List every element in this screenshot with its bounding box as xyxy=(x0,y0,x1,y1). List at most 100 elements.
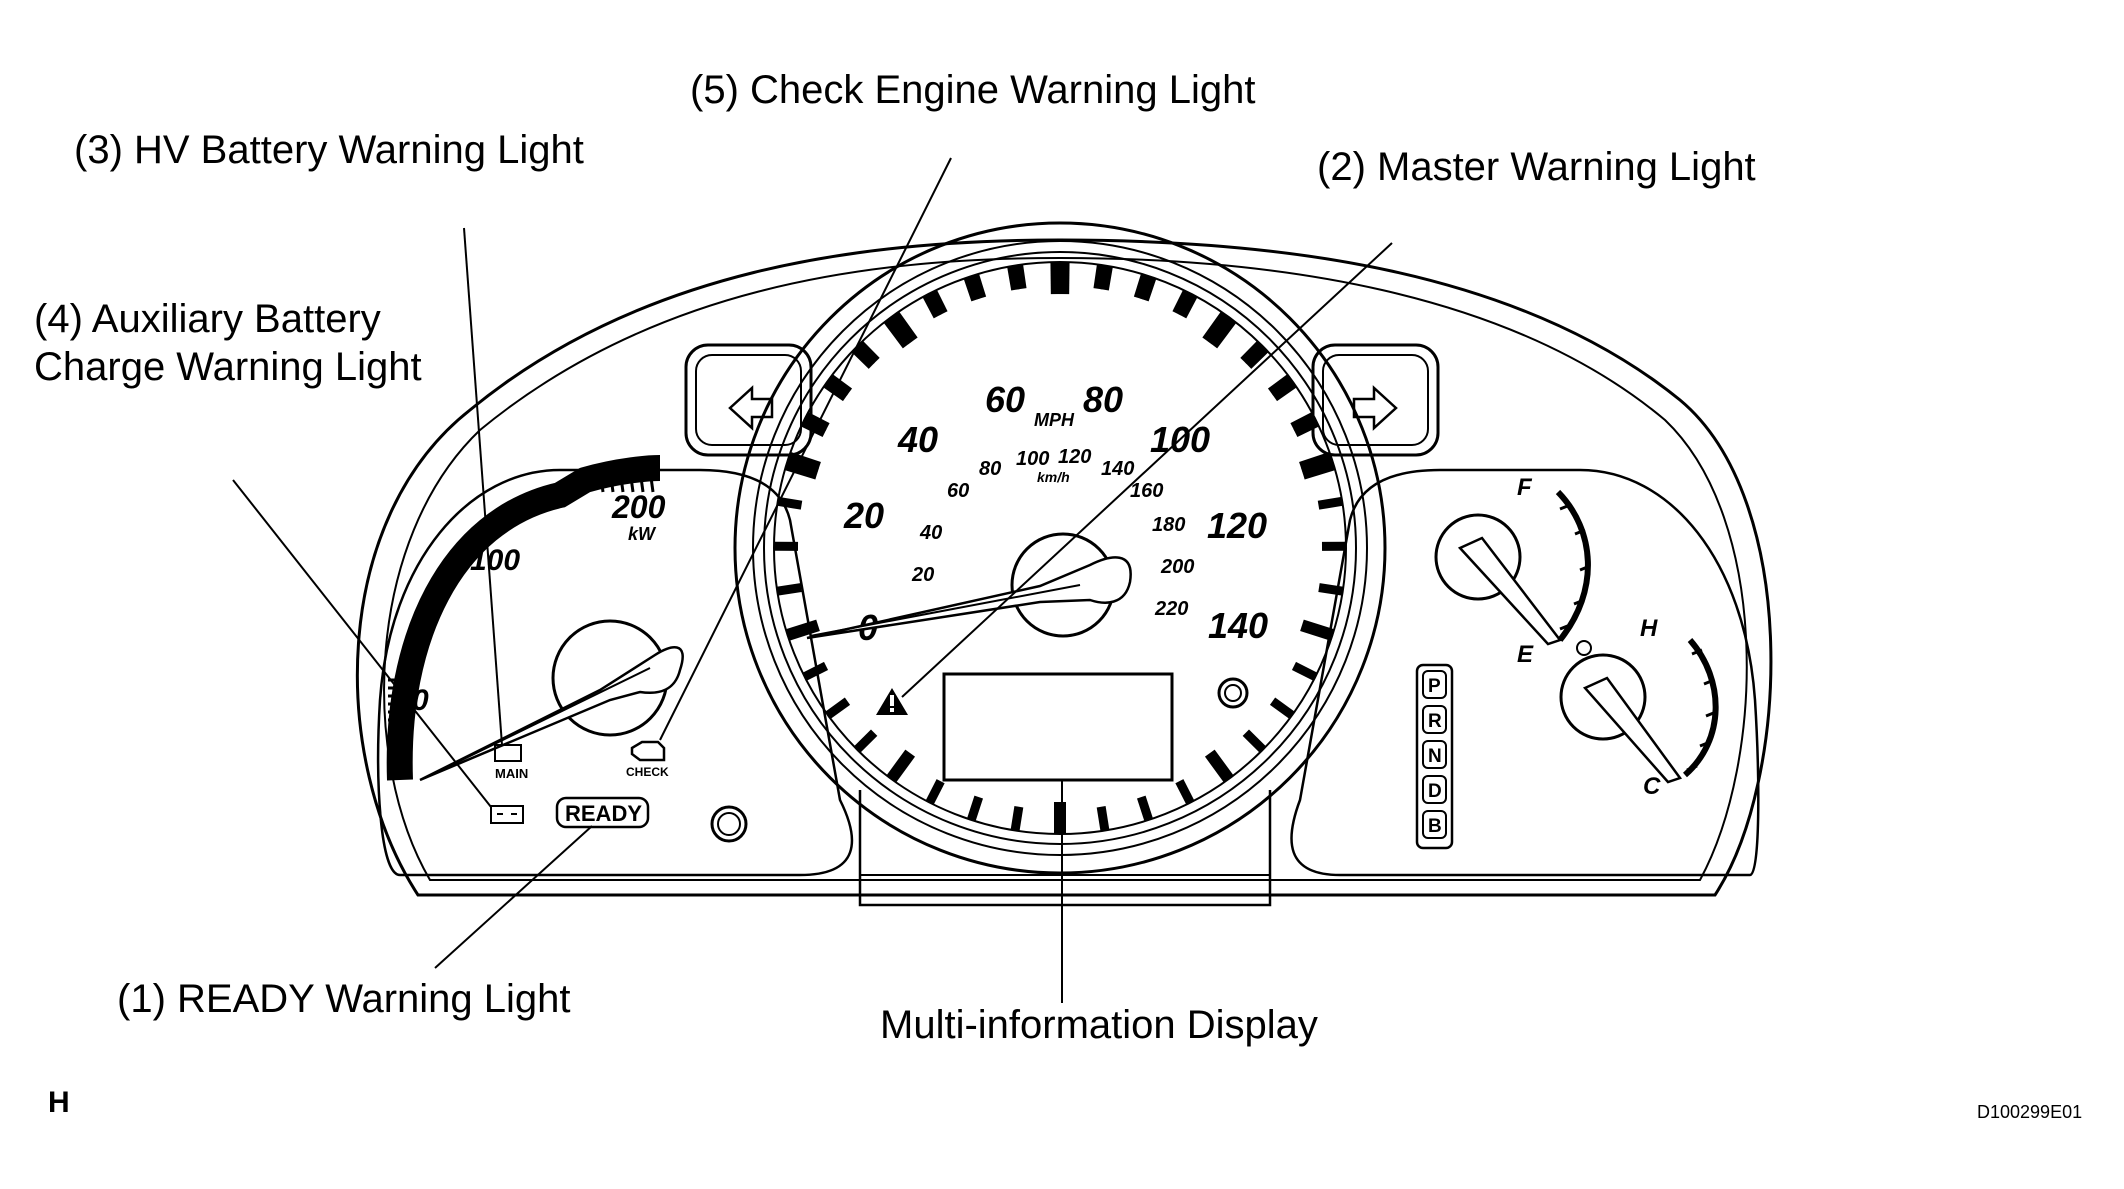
speedo-needle-center xyxy=(809,584,1081,637)
fuel-empty-label: E xyxy=(1517,641,1534,668)
kmh-label: 40 xyxy=(919,522,942,544)
speedo-tick xyxy=(777,496,803,510)
power-needle-center xyxy=(424,667,651,779)
temp-hot-label: H xyxy=(1640,615,1658,642)
speedo-tick xyxy=(804,412,830,432)
engine-icon xyxy=(630,740,666,762)
speedo-tick xyxy=(928,289,948,316)
multi-information-display xyxy=(942,672,1174,782)
mph-label: 120 xyxy=(1207,505,1267,546)
shift-letter: R xyxy=(1428,711,1442,732)
speedo-tick xyxy=(1140,275,1157,302)
speedo-tick xyxy=(1240,340,1264,365)
fuel-tick xyxy=(1559,503,1571,511)
speedo-tick xyxy=(967,795,984,822)
temp-needle xyxy=(1582,676,1683,784)
speedo-tick xyxy=(784,458,819,480)
check-engine-warning-icon: CHECK xyxy=(626,740,669,779)
kmh-label: 160 xyxy=(1130,480,1163,502)
callout-aux-battery-line1: (4) Auxiliary Battery xyxy=(34,297,381,341)
speedo-tick xyxy=(1271,379,1297,402)
fuel-tick xyxy=(1579,564,1591,572)
speedo-tick xyxy=(1291,661,1318,681)
speedo-tick xyxy=(802,661,829,681)
kmh-label: 80 xyxy=(979,458,1001,480)
speedo-tick xyxy=(785,619,820,641)
speedo-ring-3 xyxy=(763,251,1357,845)
speedo-tick xyxy=(1301,458,1336,480)
temp-tick xyxy=(1699,740,1711,748)
speedo-tick xyxy=(1175,779,1195,805)
speedo-tick xyxy=(970,273,987,300)
speedo-tick xyxy=(1010,806,1024,832)
fuel-gauge: F E xyxy=(1434,474,1591,668)
check-label: CHECK xyxy=(626,765,669,779)
fuel-tick xyxy=(1574,528,1586,536)
speedo-tick xyxy=(1290,412,1316,432)
shift-letter: D xyxy=(1428,781,1442,802)
power-tick xyxy=(618,469,625,493)
right-turn-housing xyxy=(1311,343,1440,457)
battery-icon xyxy=(494,744,522,762)
kmh-label: 100 xyxy=(1016,448,1049,470)
speedo-tick xyxy=(1244,345,1269,369)
battery-icon xyxy=(490,805,524,824)
speedo-tick xyxy=(889,311,918,345)
ready-indicator-box xyxy=(555,796,650,829)
left-turn-housing-inner xyxy=(695,354,802,446)
temp-tick xyxy=(1705,710,1717,718)
power-label-100: 100 xyxy=(470,544,520,577)
left-pod xyxy=(376,468,854,877)
temp-gauge: H C xyxy=(1559,615,1719,800)
shift-cell xyxy=(1422,775,1447,804)
speedo-tick xyxy=(1202,311,1231,345)
kmh-label: 180 xyxy=(1152,514,1185,536)
temp-indicator-dot xyxy=(1576,640,1592,656)
callout-check-engine: (5) Check Engine Warning Light xyxy=(690,68,1255,112)
callout-ready: (1) READY Warning Light xyxy=(117,977,571,1021)
shift-letter: B xyxy=(1428,816,1442,837)
speedo-tick xyxy=(1300,619,1335,641)
speedo-tick xyxy=(801,418,827,438)
fuel-needle xyxy=(1457,536,1563,646)
speedo-tick xyxy=(853,729,878,753)
speedo-tick xyxy=(1133,273,1150,300)
callout-aux-battery-line2: Charge Warning Light xyxy=(34,345,422,389)
fuel-tick xyxy=(1559,623,1571,631)
corner-left-label: H xyxy=(48,1086,70,1119)
speedo-tick xyxy=(1178,292,1198,319)
cluster-inner-bezel xyxy=(383,256,1748,881)
speedo-tick xyxy=(1136,795,1153,822)
center-lower-bezel xyxy=(858,790,1272,907)
aux-battery-warning-icon xyxy=(490,805,524,824)
mph-label: 140 xyxy=(1208,605,1268,646)
shift-letter: P xyxy=(1428,676,1441,697)
mph-unit: MPH xyxy=(1034,410,1075,430)
leader-master-warning xyxy=(901,242,1393,698)
speedo-tick xyxy=(851,345,876,369)
kmh-label: 220 xyxy=(1154,598,1188,620)
mph-label: 80 xyxy=(1083,379,1123,420)
temp-scale-arc xyxy=(1682,638,1719,778)
shift-cell xyxy=(1422,810,1447,839)
speedo-tick xyxy=(856,340,880,365)
kmh-label: 20 xyxy=(911,564,934,586)
right-pod xyxy=(1290,468,1760,877)
speedo-tick xyxy=(1267,374,1293,396)
fuel-scale-arc xyxy=(1555,489,1591,642)
speedo-tick xyxy=(925,779,945,805)
speedo-tick xyxy=(883,315,913,349)
kmh-label: 140 xyxy=(1101,458,1134,480)
temp-tick xyxy=(1686,764,1698,772)
shift-letter: N xyxy=(1428,746,1442,767)
ready-indicator-text: READY xyxy=(565,801,642,826)
speedo-tick xyxy=(963,275,980,302)
speedo-tick xyxy=(776,583,802,596)
speedo-tick xyxy=(1299,451,1334,474)
power-tick xyxy=(608,469,615,493)
power-unit: kW xyxy=(628,524,657,544)
speedo-tick xyxy=(922,292,942,319)
speedo-tick xyxy=(1099,265,1113,291)
callout-master-warning: (2) Master Warning Light xyxy=(1317,145,1756,189)
